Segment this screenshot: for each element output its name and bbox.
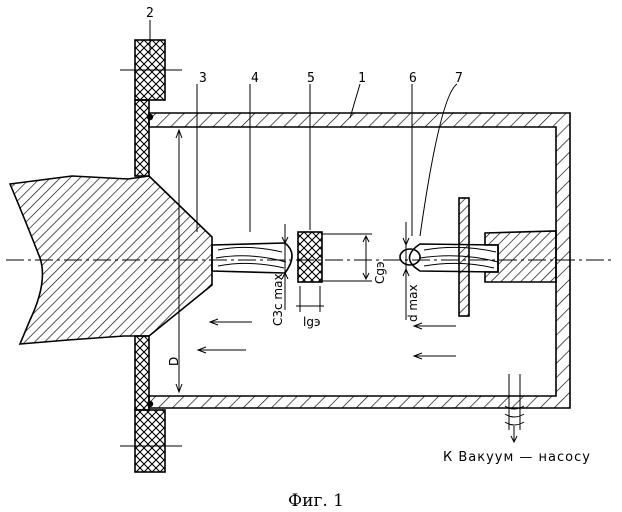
flow-arrows <box>198 319 456 359</box>
part-label-2: 2 <box>146 6 154 21</box>
lg-dimension <box>296 286 324 312</box>
label-d: D <box>167 357 181 366</box>
part-label-4: 4 <box>251 71 259 86</box>
cg-dimension <box>322 234 372 281</box>
part-label-7: 7 <box>455 71 463 86</box>
label-dmax: d max <box>406 284 420 322</box>
ring-electrode <box>298 232 322 282</box>
label-cg: Cgэ <box>373 261 387 284</box>
label-c3c: C3c max <box>271 273 285 326</box>
label-lg: lgэ <box>303 315 321 329</box>
workpiece-cone <box>10 176 212 344</box>
leader-lines <box>150 20 457 236</box>
part-label-1: 1 <box>358 71 366 86</box>
part-label-6: 6 <box>409 71 417 86</box>
part-label-5: 5 <box>307 71 315 86</box>
figure-caption: Фиг. 1 <box>288 491 344 511</box>
pump-label: К Вакуум — насосу <box>443 450 591 465</box>
part-label-3: 3 <box>199 71 207 86</box>
